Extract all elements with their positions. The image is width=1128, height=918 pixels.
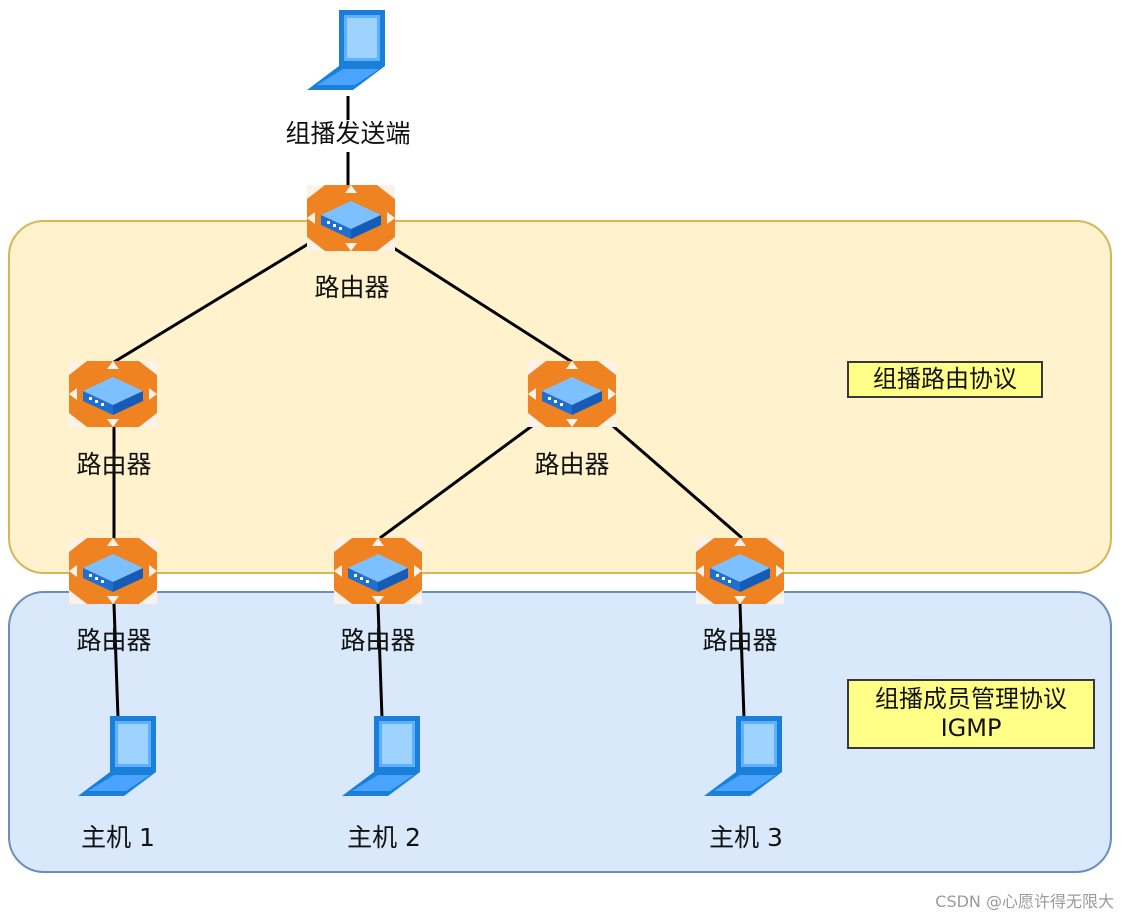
routing-protocol-note: 组播路由协议 [847, 361, 1043, 398]
link-router-top-mid-left [113, 236, 319, 364]
router-label: 路由器 [76, 626, 152, 655]
router-label: 路由器 [340, 626, 416, 655]
watermark: CSDN @心愿许得无限大 [935, 892, 1114, 911]
igmp-text: IGMP [940, 714, 1002, 742]
host-label: 主机 2 [347, 823, 421, 852]
laptop-icon [307, 10, 385, 90]
router-icon [69, 538, 157, 604]
router-icon [334, 538, 422, 604]
router-label: 路由器 [534, 450, 610, 479]
sender-label: 组播发送端 [285, 119, 411, 148]
link-router-top-mid-right [377, 236, 573, 364]
router-icon [307, 185, 395, 251]
link-bottom-2-host-2 [376, 603, 384, 719]
laptop-icon [704, 716, 782, 796]
host-label: 主机 3 [709, 823, 783, 852]
router-icon [528, 361, 616, 427]
link-mid-right-bottom-2 [379, 418, 541, 540]
membership-protocol-text: 组播成员管理协议 [875, 685, 1067, 714]
link-bottom-1-host-1 [112, 603, 120, 719]
link-mid-right-bottom-3 [605, 418, 743, 540]
laptop-icon [342, 716, 420, 796]
router-icon [69, 361, 157, 427]
igmp-note: 组播成员管理协议 IGMP [847, 679, 1095, 749]
laptop-icon [78, 716, 156, 796]
routing-protocol-text: 组播路由协议 [873, 365, 1017, 394]
router-label: 路由器 [76, 450, 152, 479]
router-label: 路由器 [314, 273, 390, 302]
host-label: 主机 1 [81, 823, 155, 852]
router-icon [696, 538, 784, 604]
link-bottom-3-host-3 [738, 603, 746, 719]
router-label: 路由器 [702, 626, 778, 655]
